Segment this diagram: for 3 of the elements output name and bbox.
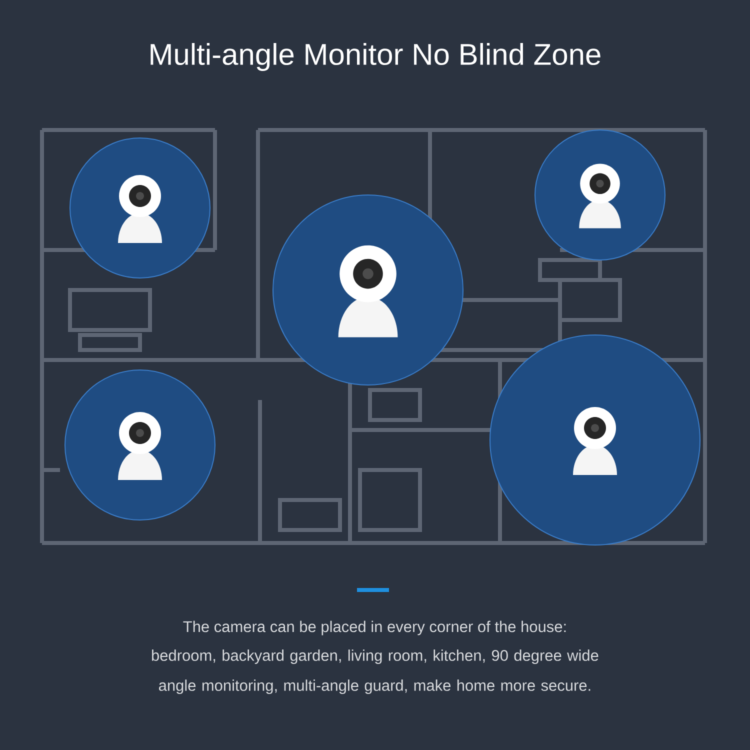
caption-text: bedroom, backyard garden, living room, kitchen, 90 degree wide angle monitoring, multi-angle guard, make home more secure. [152, 650, 598, 694]
title: Multi-angle Monitor No Blind Zone [150, 43, 600, 71]
caption-text: The camera can be placed in every corner of the house: [183, 620, 566, 636]
